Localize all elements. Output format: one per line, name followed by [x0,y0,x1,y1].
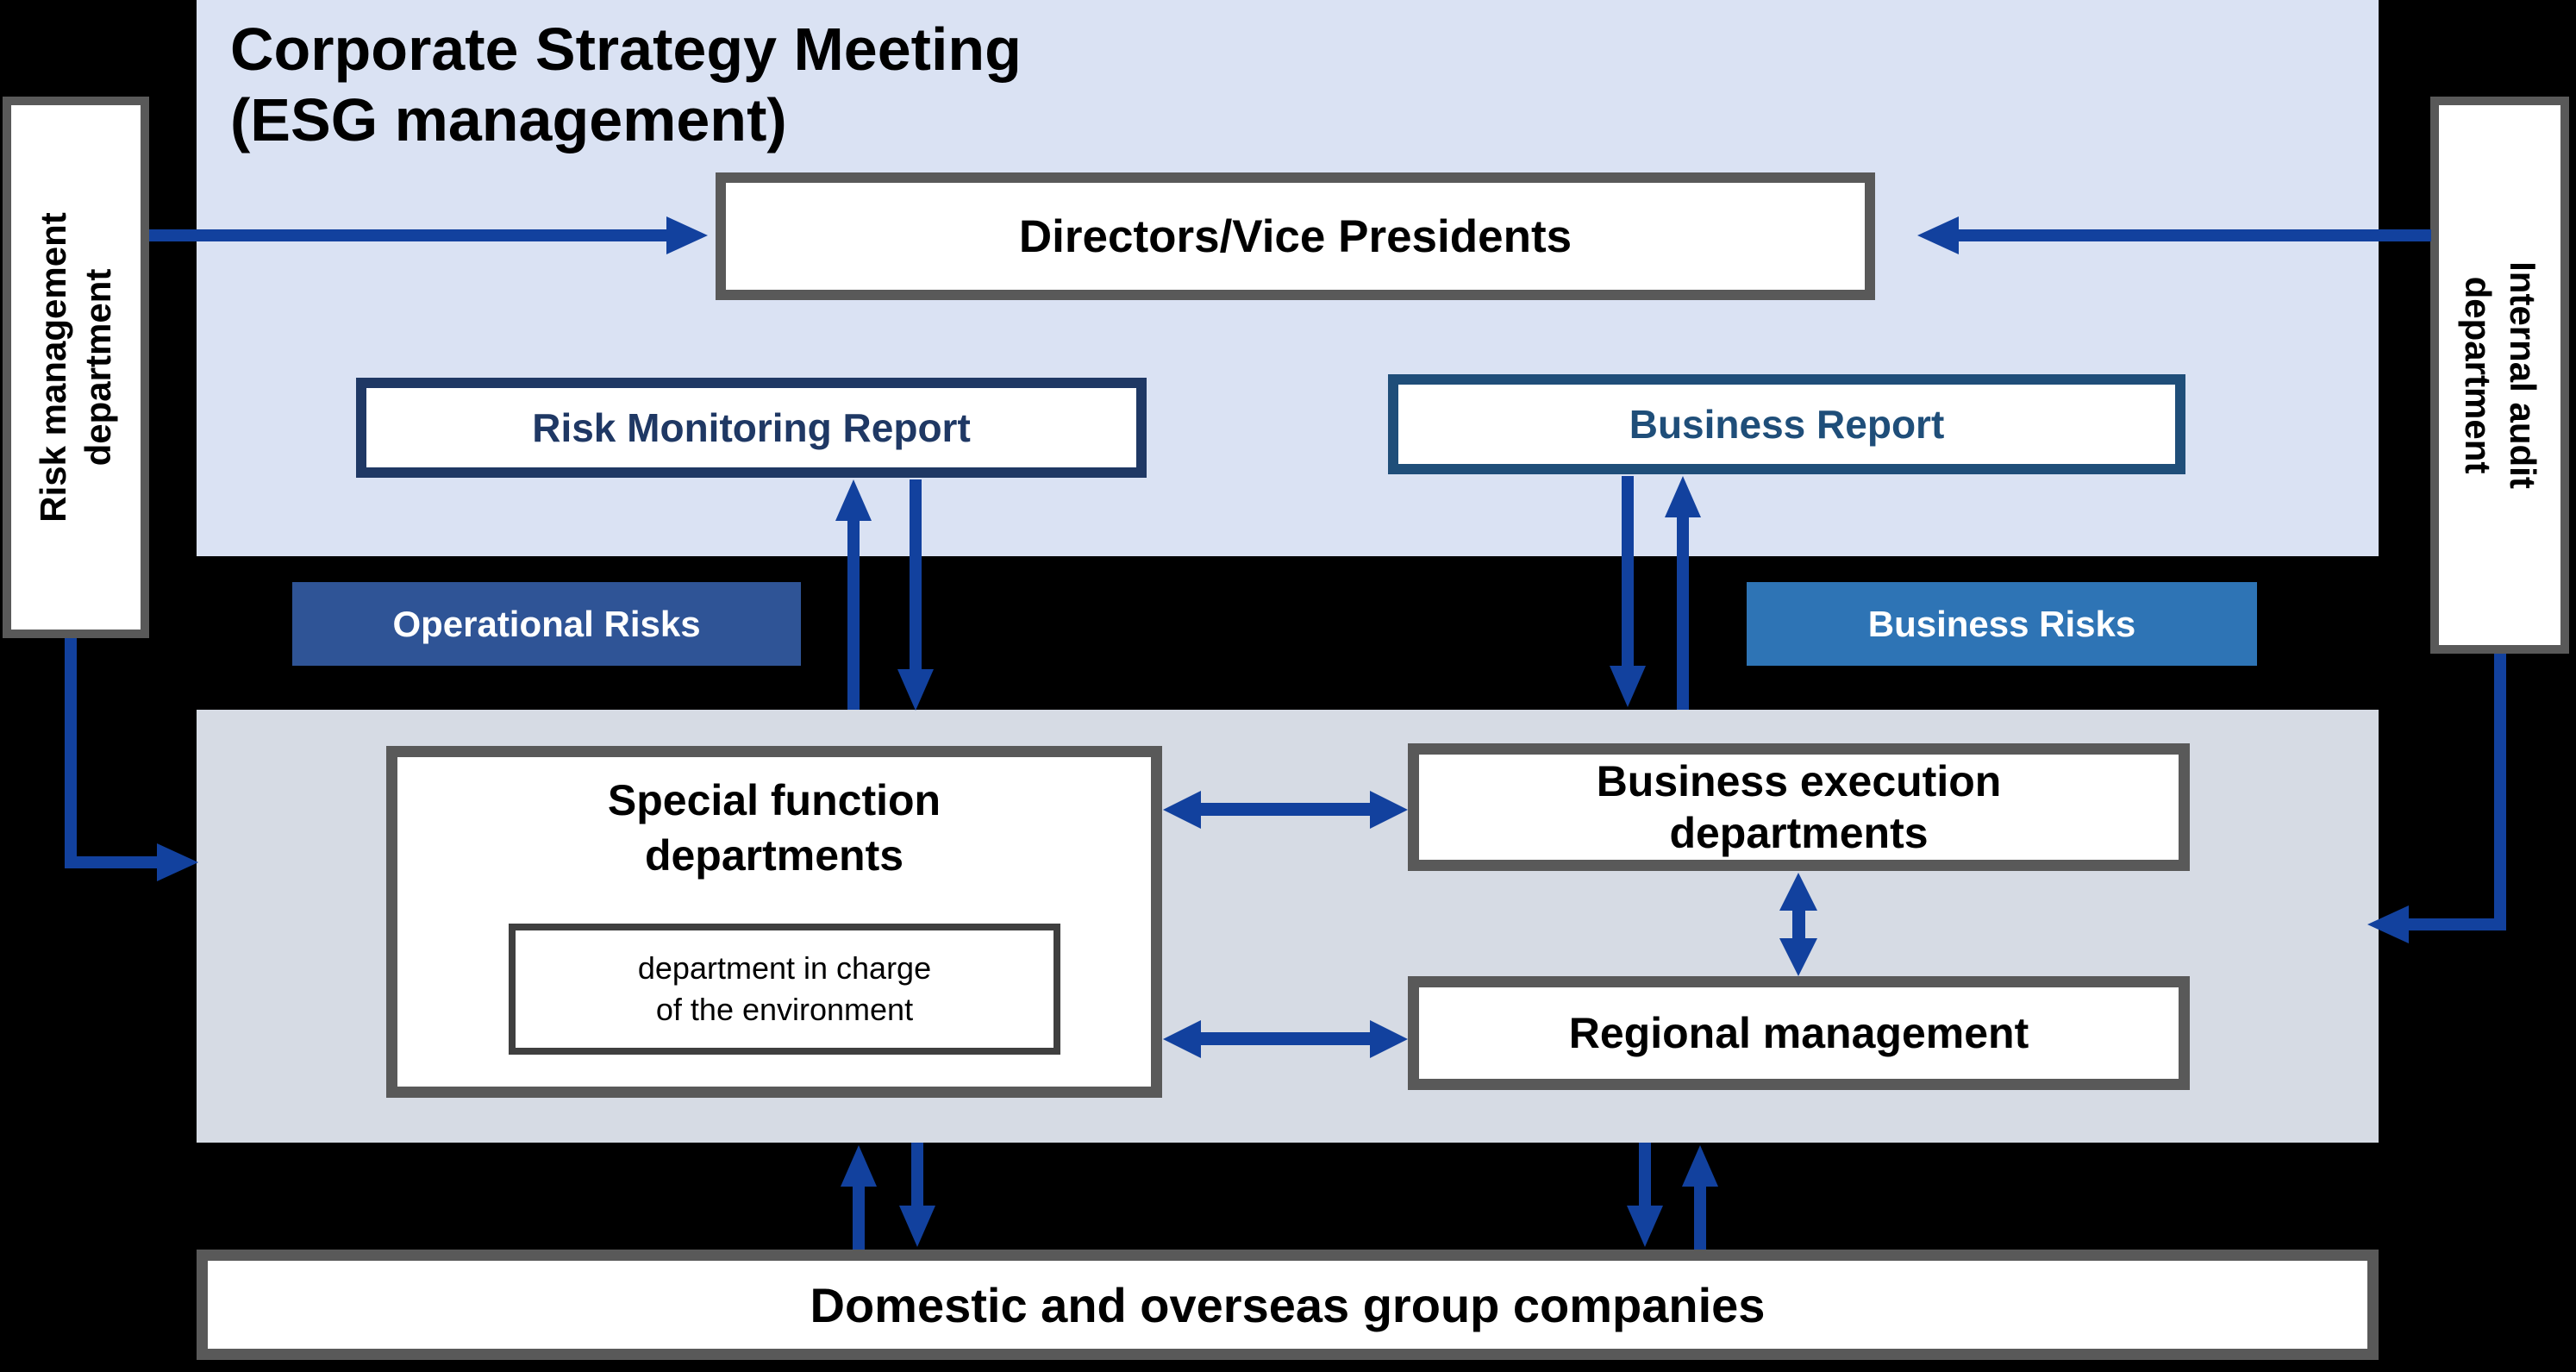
directors-box: Directors/Vice Presidents [716,172,1875,300]
risk-monitoring-report-label: Risk Monitoring Report [532,405,971,450]
special-function-departments-label: Special function departments [607,776,941,880]
environment-department-box: department in charge of the environment [509,924,1060,1055]
risk-management-department-box: Risk management department [3,97,149,638]
group-companies-box: Domestic and overseas group companies [197,1250,2379,1360]
regional-management-box: Regional management [1408,976,2190,1090]
business-report-label: Business Report [1629,402,1945,447]
business-risks-badge: Business Risks [1747,582,2257,666]
internal-audit-department-box: Internal audit department [2430,97,2569,654]
internal-audit-department-label: Internal audit department [2457,261,2543,489]
risk-monitoring-report-box: Risk Monitoring Report [356,378,1147,478]
group-companies-label: Domestic and overseas group companies [810,1277,1766,1332]
special-function-departments-box: Special function departments department … [386,746,1162,1098]
environment-department-label: department in charge of the environment [637,950,932,1027]
risk-management-department-label: Risk management department [33,212,118,523]
business-risks-label: Business Risks [1867,603,2136,644]
business-execution-departments-box: Business execution departments [1408,743,2190,871]
regional-management-label: Regional management [1568,1009,2029,1057]
operational-risks-badge: Operational Risks [292,582,801,666]
operational-risks-label: Operational Risks [392,603,701,644]
directors-label: Directors/Vice Presidents [1018,210,1572,262]
business-report-box: Business Report [1388,374,2185,474]
panel-title: Corporate Strategy Meeting (ESG manageme… [230,16,1022,153]
business-execution-departments-label: Business execution departments [1596,757,2002,857]
